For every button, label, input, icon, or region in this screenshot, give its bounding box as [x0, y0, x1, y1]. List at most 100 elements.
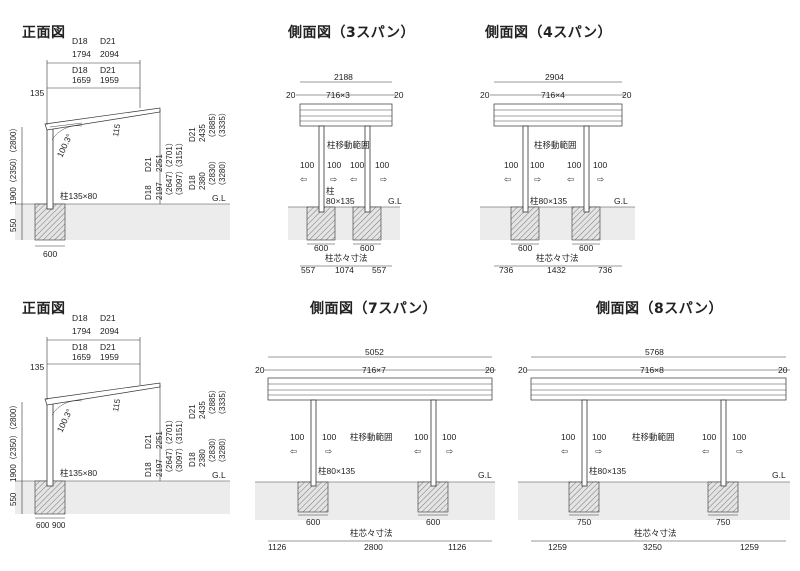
d18-label-2: D18	[72, 65, 88, 75]
move-4: 100	[375, 160, 389, 170]
ground-fill	[255, 482, 495, 520]
roof	[44, 107, 161, 131]
gl-label: G.L	[478, 470, 492, 480]
arrow-left-2: ⇦	[350, 174, 357, 184]
footing	[34, 480, 66, 515]
d21-col2-c: （3335）	[218, 385, 227, 419]
edge-right: 20	[622, 90, 632, 100]
footing-right	[352, 206, 382, 241]
d18-col2-c: （3280）	[218, 433, 227, 467]
d21-label-col2: D21	[188, 127, 197, 142]
footing-left	[297, 481, 329, 513]
top-d21-value: 2094	[100, 326, 119, 336]
top-d18-value: 1794	[72, 326, 91, 336]
width-value: 600	[36, 521, 50, 530]
move-1: 100	[504, 160, 518, 170]
d18-label-col: D18	[144, 462, 153, 477]
d21-label-2: D21	[100, 342, 116, 352]
ground-fill	[288, 207, 400, 240]
footing-left	[306, 206, 336, 241]
move-4: 100	[593, 160, 607, 170]
arrow-left-1: ⇦	[561, 446, 568, 456]
roof-arm	[49, 122, 83, 128]
post-label-b: 80×135	[326, 196, 355, 206]
total-value: 2188	[334, 72, 353, 82]
move-3: 100	[567, 160, 581, 170]
range-label: 柱移動範囲	[632, 432, 675, 442]
d18-label-col: D18	[144, 185, 153, 200]
d18-col-c: （3097）	[175, 166, 184, 200]
height-values: 1900（2350）（2800）	[9, 124, 18, 205]
edge-left: 20	[255, 365, 265, 375]
footing-right-value: 750	[716, 517, 730, 527]
top-d21-value: 2094	[100, 49, 119, 59]
move-3: 100	[350, 160, 364, 170]
edge-left: 20	[518, 365, 528, 375]
right-value: 1259	[740, 542, 759, 552]
d18-label-2: D18	[72, 342, 88, 352]
span-value: 716×8	[640, 365, 664, 375]
gl-label: G.L	[388, 196, 402, 206]
span-value: 716×3	[326, 90, 350, 100]
roof	[44, 382, 161, 406]
d18-col2-b: （2830）	[208, 433, 217, 467]
arrow-left-1: ⇦	[504, 174, 511, 184]
arrow-right-2: ⇨	[380, 174, 387, 184]
total-value: 5052	[365, 347, 384, 357]
side-view-4-span-title: 側面図（4スパン）	[485, 25, 612, 41]
d21-col2-c: （3335）	[218, 108, 227, 142]
foundation-value: 550	[9, 218, 18, 232]
post-right	[583, 125, 590, 213]
angle-value: 100.3°	[55, 132, 74, 159]
arrow-right-2: ⇨	[597, 174, 604, 184]
d21-col-c: （3151）	[175, 415, 184, 449]
total-value: 2904	[545, 72, 564, 82]
d18-col2-a: 2380	[198, 449, 207, 467]
footing-right	[417, 481, 449, 513]
gl-label: G.L	[212, 193, 226, 203]
d21-col2-a: 2435	[198, 124, 207, 142]
d21-col-b: （2701）	[165, 415, 174, 449]
center-value: 1432	[547, 265, 566, 275]
move-2: 100	[592, 432, 606, 442]
center-label: 柱芯々寸法	[536, 253, 579, 263]
eave-value: 135	[30, 362, 44, 372]
gl-label: G.L	[212, 470, 226, 480]
arrow-right-1: ⇨	[325, 446, 332, 456]
d18-label-col2: D18	[188, 175, 197, 190]
roof	[299, 103, 393, 127]
d21-label: D21	[100, 313, 116, 323]
d18-label: D18	[72, 313, 88, 323]
range-label: 柱移動範囲	[327, 140, 370, 150]
mid-d21-value: 1959	[100, 352, 119, 362]
d18-col-a: 2197	[155, 459, 164, 477]
post-label: 柱80×135	[530, 196, 567, 206]
width-value: 600	[43, 249, 57, 259]
eave-value: 135	[30, 88, 44, 98]
d21-label-col: D21	[144, 157, 153, 172]
move-2: 100	[530, 160, 544, 170]
move-3: 100	[702, 432, 716, 442]
d21-col2-b: （2885）	[208, 108, 217, 142]
post-label: 柱80×135	[318, 466, 355, 476]
post-left	[310, 399, 317, 487]
center-value: 2800	[364, 542, 383, 552]
left-value: 736	[499, 265, 513, 275]
footing-right-value: 600	[360, 243, 374, 253]
center-value: 3250	[643, 542, 662, 552]
d18-col-a: 2197	[155, 182, 164, 200]
total-value: 5768	[645, 347, 664, 357]
d18-col2-c: （3280）	[218, 156, 227, 190]
side-view-7-span-title: 側面図（7スパン）	[310, 301, 437, 317]
top-d18-value: 1794	[72, 49, 91, 59]
d21-col-a: 2251	[155, 154, 164, 172]
edge-right: 20	[485, 365, 495, 375]
move-4: 100	[732, 432, 746, 442]
roof	[267, 377, 493, 401]
d18-col-b: （2647）	[165, 443, 174, 477]
edge-left: 20	[480, 90, 490, 100]
d18-col2-a: 2380	[198, 172, 207, 190]
d21-col2-a: 2435	[198, 401, 207, 419]
d18-col-c: （3097）	[175, 443, 184, 477]
